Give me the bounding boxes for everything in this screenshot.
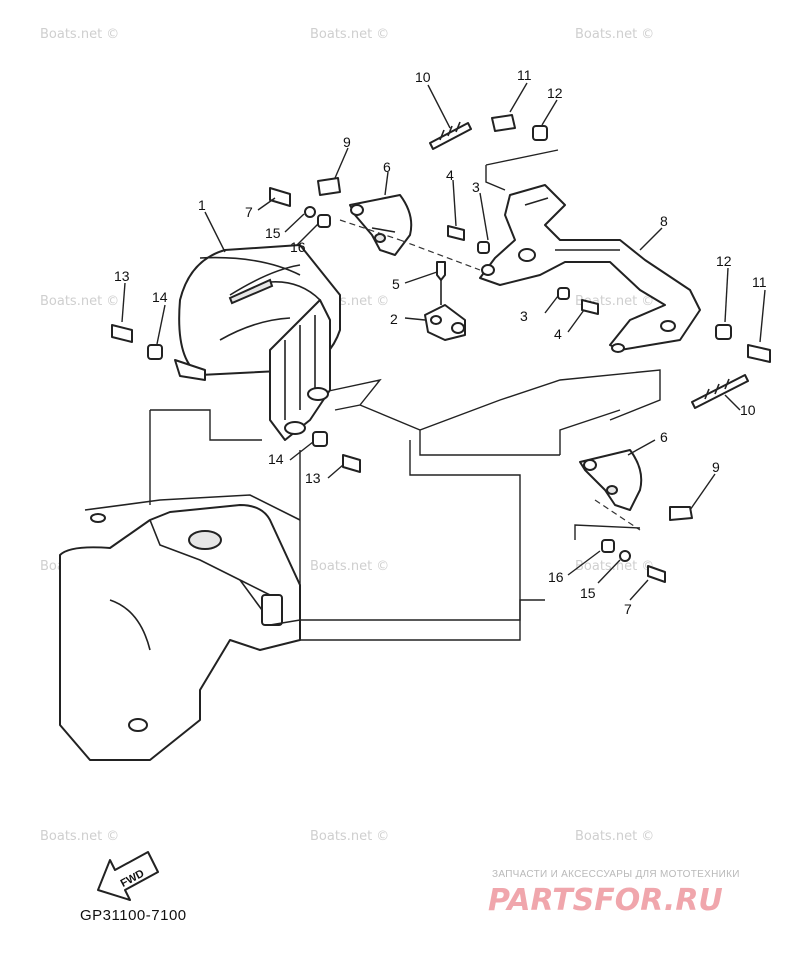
bracket-part-6-top xyxy=(349,194,413,256)
callout-1: 1 xyxy=(198,197,206,213)
callout-11: 11 xyxy=(517,67,532,83)
callout-9: 9 xyxy=(712,459,720,475)
callout-16: 16 xyxy=(290,239,306,255)
watermark: Boats.net © xyxy=(310,559,389,574)
figure-code: GP31100-7100 xyxy=(80,907,187,924)
callout-7: 7 xyxy=(624,601,632,617)
callout-15: 15 xyxy=(580,585,596,601)
watermark: Boats.net © xyxy=(40,829,119,844)
callout-3: 3 xyxy=(472,179,480,195)
callout-labels: 1 2 3 3 4 4 5 6 6 7 7 8 9 9 10 10 11 11 … xyxy=(114,67,767,617)
assembly-outline-inner xyxy=(269,369,661,626)
watermark: Boats.net © xyxy=(575,829,654,844)
callout-2: 2 xyxy=(390,311,398,327)
plate-part-2 xyxy=(424,261,466,341)
assembly-outline xyxy=(149,409,545,641)
callout-16: 16 xyxy=(548,569,564,585)
callout-13: 13 xyxy=(305,470,321,486)
callout-15: 15 xyxy=(265,225,281,241)
callout-6: 6 xyxy=(383,159,391,175)
watermark: Boats.net © xyxy=(310,27,389,42)
bracket-part-6-lower xyxy=(579,449,643,511)
callout-11: 11 xyxy=(752,274,767,290)
brand-tagline: ЗАПЧАСТИ И АКСЕССУАРЫ ДЛЯ МОТОТЕХНИКИ xyxy=(492,869,740,880)
callout-14: 14 xyxy=(152,289,168,305)
leader-lines xyxy=(121,82,766,601)
callout-9: 9 xyxy=(343,134,351,150)
engine-block-outline xyxy=(59,494,301,761)
mount-bracket xyxy=(269,299,331,441)
hardware xyxy=(111,114,771,583)
brand-logo: PARTSFOR.RU xyxy=(488,883,723,918)
callout-14: 14 xyxy=(268,451,284,467)
callout-5: 5 xyxy=(392,276,400,292)
callout-6: 6 xyxy=(660,429,668,445)
assembly-guides xyxy=(339,149,641,540)
watermark: Boats.net © xyxy=(40,294,119,309)
callout-13: 13 xyxy=(114,268,130,284)
callout-4: 4 xyxy=(554,326,562,342)
watermark: Boats.net © xyxy=(310,829,389,844)
callout-7: 7 xyxy=(245,204,253,220)
callout-10: 10 xyxy=(415,69,431,85)
callout-12: 12 xyxy=(547,85,563,101)
fwd-arrow-icon: FWD xyxy=(97,851,159,901)
watermark: Boats.net © xyxy=(575,27,654,42)
callout-12: 12 xyxy=(716,253,732,269)
main-bracket-part-8 xyxy=(479,184,701,353)
callout-8: 8 xyxy=(660,213,668,229)
callout-4: 4 xyxy=(446,167,454,183)
callout-10: 10 xyxy=(740,402,756,418)
callout-3: 3 xyxy=(520,308,528,324)
watermark: Boats.net © xyxy=(40,27,119,42)
